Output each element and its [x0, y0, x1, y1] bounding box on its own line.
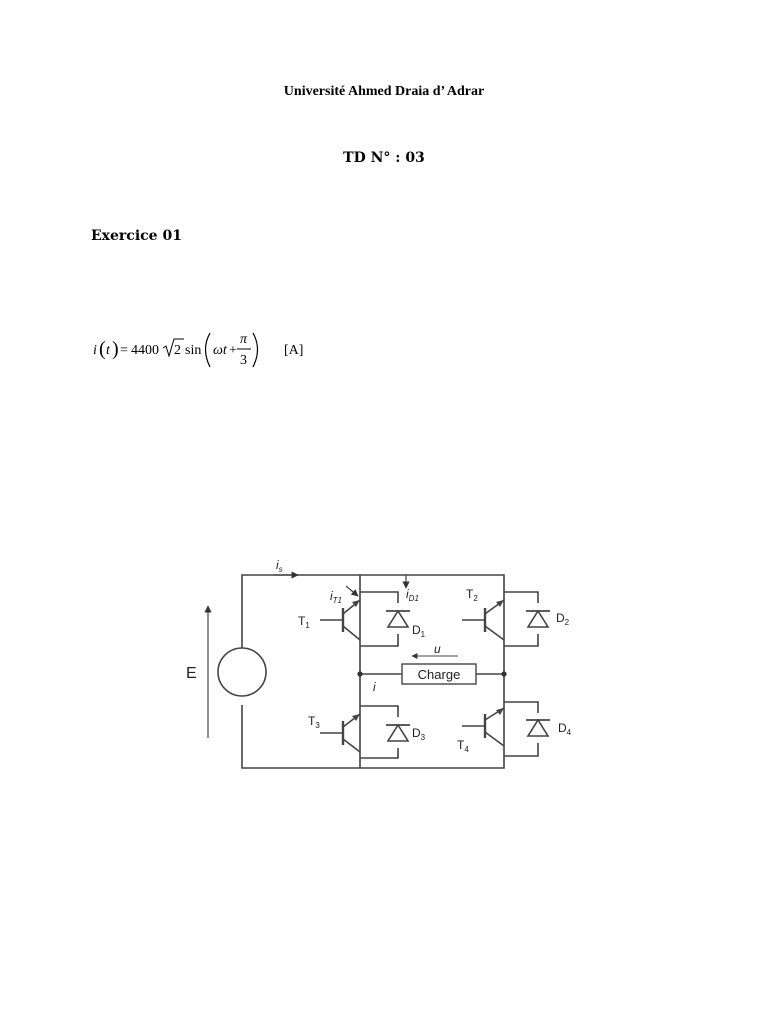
formula-close-paren: ): [112, 338, 119, 360]
formula-lhs-variable: t: [106, 343, 111, 358]
load-label: Charge: [418, 667, 461, 682]
d3-top-wire: [360, 705, 399, 717]
exercise-title: Exercice 01: [91, 228, 182, 244]
formula-sqrt-argument: 2: [174, 343, 181, 358]
d4-diode-symbol: [526, 718, 550, 737]
formula-sin: sin: [185, 343, 201, 358]
formula-open-paren: (: [99, 338, 106, 360]
h-bridge-circuit-diagram: Charge E is iT1 iD1 T1 T2 T3 T4 D1 D2 D3…: [186, 558, 572, 769]
t2-collector: [484, 625, 505, 641]
formula-big-close-paren: [252, 332, 259, 368]
t3-collector: [342, 738, 361, 753]
d1-bottom-wire: [360, 634, 399, 647]
formula-omega-t: ωt: [213, 343, 228, 358]
formula-lhs-function: i: [93, 343, 97, 358]
t2-emitter-arrow: [496, 600, 504, 607]
td-title: TD N° : 03: [343, 150, 425, 166]
formula-unit: [A]: [284, 343, 303, 358]
formula-fraction-numerator: π: [240, 332, 248, 347]
d1-top-wire: [360, 591, 399, 603]
t1-emitter-arrow: [352, 600, 360, 607]
supply-current-label: is: [276, 558, 283, 574]
formula-coefficient: 4400: [131, 343, 159, 358]
load-current-label: i: [373, 680, 376, 694]
formula-plus: +: [229, 343, 237, 358]
d2-bottom-wire: [504, 634, 539, 647]
t3-label: T3: [308, 714, 320, 730]
d2-top-wire: [504, 591, 539, 603]
t4-collector: [484, 731, 505, 747]
t3-emitter-arrow: [352, 714, 360, 721]
d2-label: D2: [556, 611, 570, 627]
formula-big-open-paren: [204, 332, 211, 368]
d3-bottom-wire: [360, 748, 399, 759]
d4-bottom-wire: [504, 743, 539, 757]
d2-diode-symbol: [526, 609, 550, 628]
d3-diode-symbol: [386, 723, 410, 742]
voltage-source-circle: [217, 647, 267, 697]
formula-equals: =: [120, 343, 128, 358]
load-box: [401, 663, 477, 685]
left-junction-dot: [357, 671, 363, 677]
load-voltage-label: u: [434, 642, 441, 656]
t1-label: T1: [298, 614, 310, 630]
d3-label: D3: [412, 726, 426, 742]
t1-collector: [342, 625, 361, 641]
d1-label: D1: [412, 623, 426, 639]
formula-fraction-denominator: 3: [240, 353, 247, 368]
current-formula: i ( t ) = 4400 2 sin ωt + π 3 [A]: [93, 332, 303, 368]
t4-label: T4: [457, 738, 469, 754]
id1-label: iD1: [406, 587, 419, 603]
source-label: E: [186, 665, 197, 682]
university-name: Université Ahmed Draia d’ Adrar: [283, 84, 485, 99]
formula-sqrt-sign: [162, 338, 184, 358]
d1-diode-symbol: [386, 609, 410, 628]
d4-top-wire: [504, 701, 539, 713]
t4-emitter-arrow: [496, 708, 504, 715]
right-junction-dot: [501, 671, 507, 677]
it1-label: iT1: [330, 589, 342, 605]
t2-label: T2: [466, 587, 478, 603]
it1-arrow: [345, 585, 359, 597]
d4-label: D4: [558, 721, 572, 737]
